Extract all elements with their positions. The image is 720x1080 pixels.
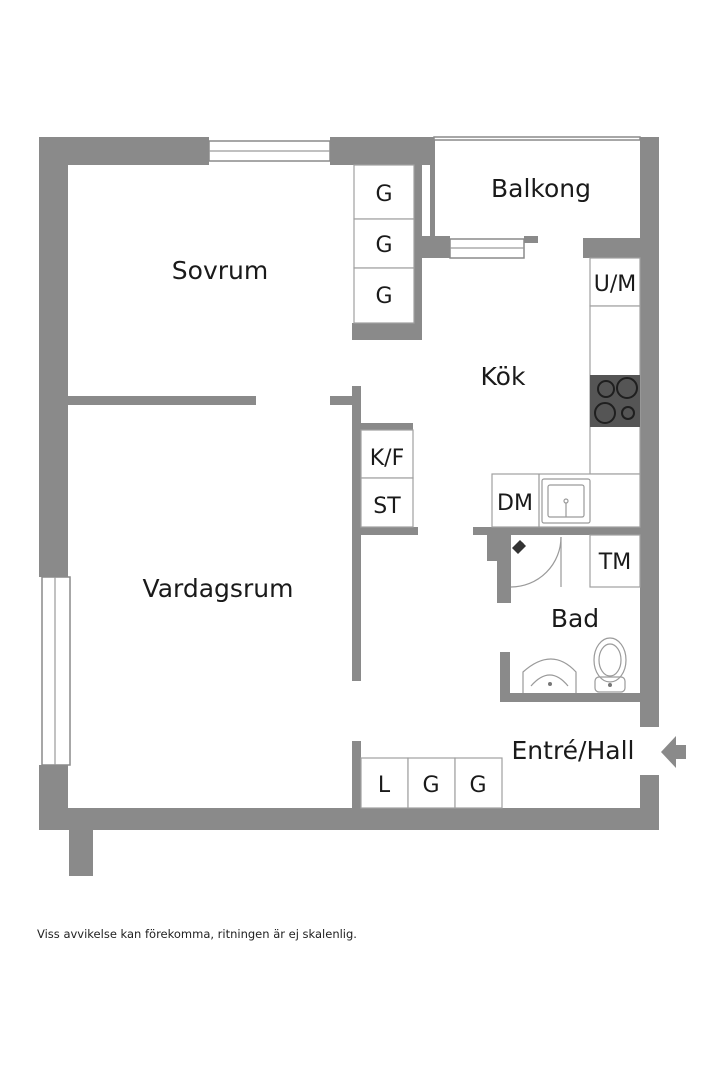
entrance-arrow-icon [661,736,686,768]
room-label-sovrum: Sovrum [172,256,268,285]
closet-label: G [469,773,486,798]
closet-label: G [375,284,392,309]
room-label-vardagsrum: Vardagsrum [143,574,294,603]
interior-walls [68,165,640,811]
fridge-freezer-label: K/F [370,446,405,471]
dishwasher-label: DM [497,491,533,516]
washbasin-icon [522,658,577,693]
closet-label: G [375,233,392,258]
stove-icon [590,375,640,427]
closet-l-label: L [378,773,391,798]
hall-closets: L G G [360,757,503,809]
outer-walls [39,137,659,876]
storage-label: ST [373,494,401,519]
closet-label: G [375,182,392,207]
kitchen-fixtures: U/M DM K/F ST [360,257,641,528]
fridge-label: U/M [594,272,637,297]
closet-label: G [422,773,439,798]
sink-icon [541,478,591,524]
shower-icon [510,536,562,588]
toilet-icon [593,637,627,693]
room-label-bad: Bad [551,604,599,633]
room-label-entre: Entré/Hall [512,736,635,765]
disclaimer-note: Viss avvikelse kan förekomma, ritningen … [37,927,357,941]
room-label-kok: Kök [481,362,526,391]
windows [41,136,641,766]
room-label-balkong: Balkong [491,174,591,203]
bathroom-fixtures: TM [510,534,641,693]
dryer-label: TM [598,550,631,575]
bedroom-closets: G G G [353,164,415,324]
